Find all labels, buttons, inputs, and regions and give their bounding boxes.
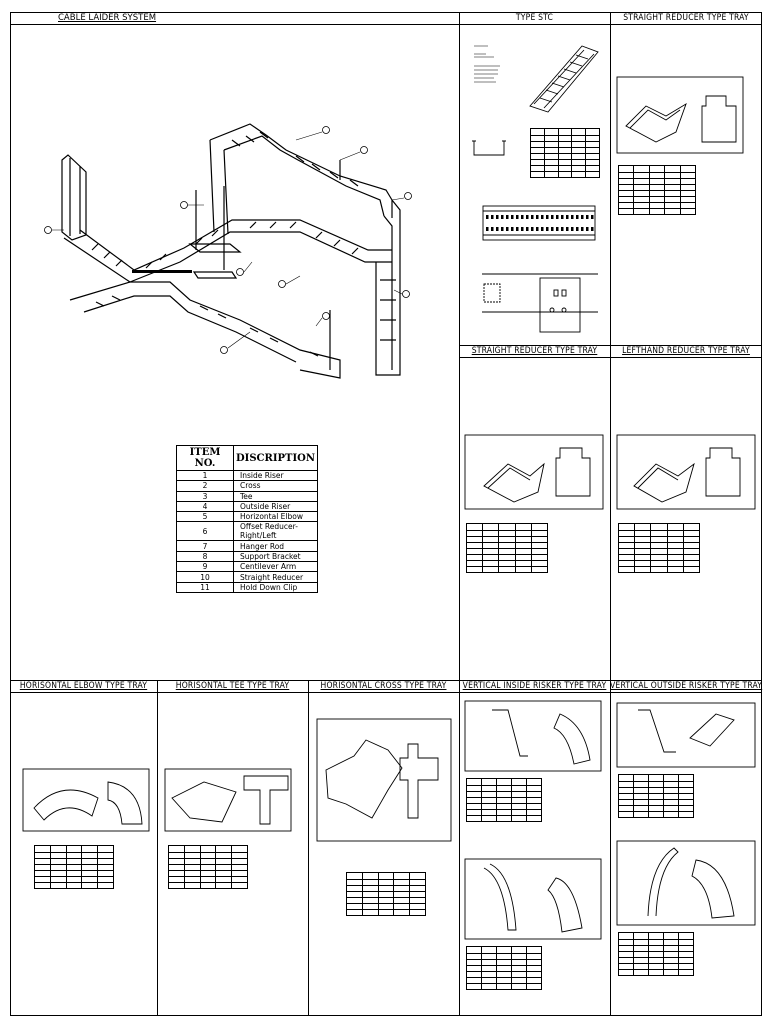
divider-v-b3	[459, 680, 460, 1016]
item-number: 10	[176, 571, 234, 583]
stc-cross-section	[472, 140, 506, 156]
divider-h-mid-right-2	[459, 357, 762, 358]
title-horizontal-tee: HORISONTAL TEE TYPE TRAY	[175, 681, 290, 691]
item-description: Support Bracket	[233, 550, 318, 563]
item-description: Straight Reducer	[233, 571, 318, 583]
title-type-stc: TYPE STC	[515, 13, 554, 23]
vertical-outside-table-2	[618, 932, 694, 976]
divider-v-main	[459, 12, 460, 680]
straight-reducer-2-drawing	[464, 434, 604, 510]
straight-reducer-1-table	[617, 165, 697, 215]
lefthand-reducer-table	[617, 523, 701, 573]
item-number: 8	[176, 550, 234, 563]
cable-ladder-isometric	[44, 123, 412, 379]
drawing-sheet	[10, 12, 762, 1016]
item-description: Centilever Arm	[233, 561, 318, 573]
item-number: 9	[176, 561, 234, 573]
vertical-inside-drawing-1	[464, 700, 602, 772]
title-vertical-inside: VERTICAL INSIDE RISKER TYPE TRAY	[462, 681, 607, 691]
title-vertical-outside: VERTICAL OUTSIDE RISKER TYPE TRAY	[610, 681, 763, 691]
horizontal-elbow-drawing	[22, 768, 150, 832]
item-description: Cross	[233, 480, 318, 492]
col-item-no: ITEM NO.	[176, 445, 234, 471]
main-title: CABLE LAIDER SYSTEM	[58, 13, 157, 23]
item-number: 7	[176, 540, 234, 552]
vertical-inside-drawing-2	[464, 858, 602, 940]
title-straight-reducer-2: STRAIGHT REDUCER TYPE TRAY	[471, 346, 598, 356]
item-number: 4	[176, 500, 234, 513]
vertical-inside-table-1	[466, 778, 542, 822]
stc-plan-view	[482, 205, 596, 241]
item-number: 1	[176, 469, 234, 482]
col-description: DISCRIPTION	[233, 445, 318, 471]
stc-side-view	[482, 273, 598, 333]
divider-h-mid-right	[459, 345, 762, 346]
title-horizontal-cross: HORISONTAL CROSS TYPE TRAY	[320, 681, 447, 691]
horizontal-cross-table	[346, 872, 426, 916]
divider-h-bottom-2	[10, 692, 762, 693]
stc-ladder-iso	[529, 45, 599, 113]
item-description: Hanger Rod	[233, 540, 318, 552]
item-description: Offset Reducer-Right/Left	[233, 521, 318, 542]
item-number: 5	[176, 511, 234, 523]
straight-reducer-2-table	[465, 523, 549, 573]
horizontal-tee-drawing	[164, 768, 292, 832]
item-description: Inside Riser	[233, 469, 318, 482]
item-description: Outside Riser	[233, 500, 318, 513]
divider-v-b1	[157, 680, 158, 1016]
item-number: 11	[176, 581, 234, 593]
divider-v-right	[610, 12, 611, 1016]
item-number: 3	[176, 490, 234, 502]
item-number: 6	[176, 521, 234, 542]
header-rule	[10, 24, 762, 25]
vertical-inside-table-2	[466, 946, 542, 990]
item-description: Tee	[233, 490, 318, 502]
title-lefthand-reducer: LEFTHAND REDUCER TYPE TRAY	[622, 346, 750, 356]
horizontal-elbow-table	[34, 845, 114, 889]
vertical-outside-drawing-2	[616, 840, 756, 926]
item-description: Horizontal Elbow	[233, 511, 318, 523]
divider-v-b2	[308, 680, 309, 1016]
lefthand-reducer-drawing	[616, 434, 756, 510]
item-description: Hold Down Clip	[233, 581, 318, 593]
title-straight-reducer-1: STRAIGHT REDUCER TYPE TRAY	[623, 13, 749, 23]
stc-notes-lines	[474, 45, 500, 83]
stc-spec-table	[530, 128, 600, 178]
horizontal-tee-table	[168, 845, 248, 889]
item-number: 2	[176, 480, 234, 492]
straight-reducer-1-drawing	[616, 76, 744, 154]
vertical-outside-table-1	[618, 774, 694, 818]
divider-h-bottom	[10, 680, 762, 681]
vertical-outside-drawing-1	[616, 702, 756, 768]
title-horizontal-elbow: HORISONTAL ELBOW TYPE TRAY	[19, 681, 148, 691]
horizontal-cross-drawing	[316, 718, 452, 842]
